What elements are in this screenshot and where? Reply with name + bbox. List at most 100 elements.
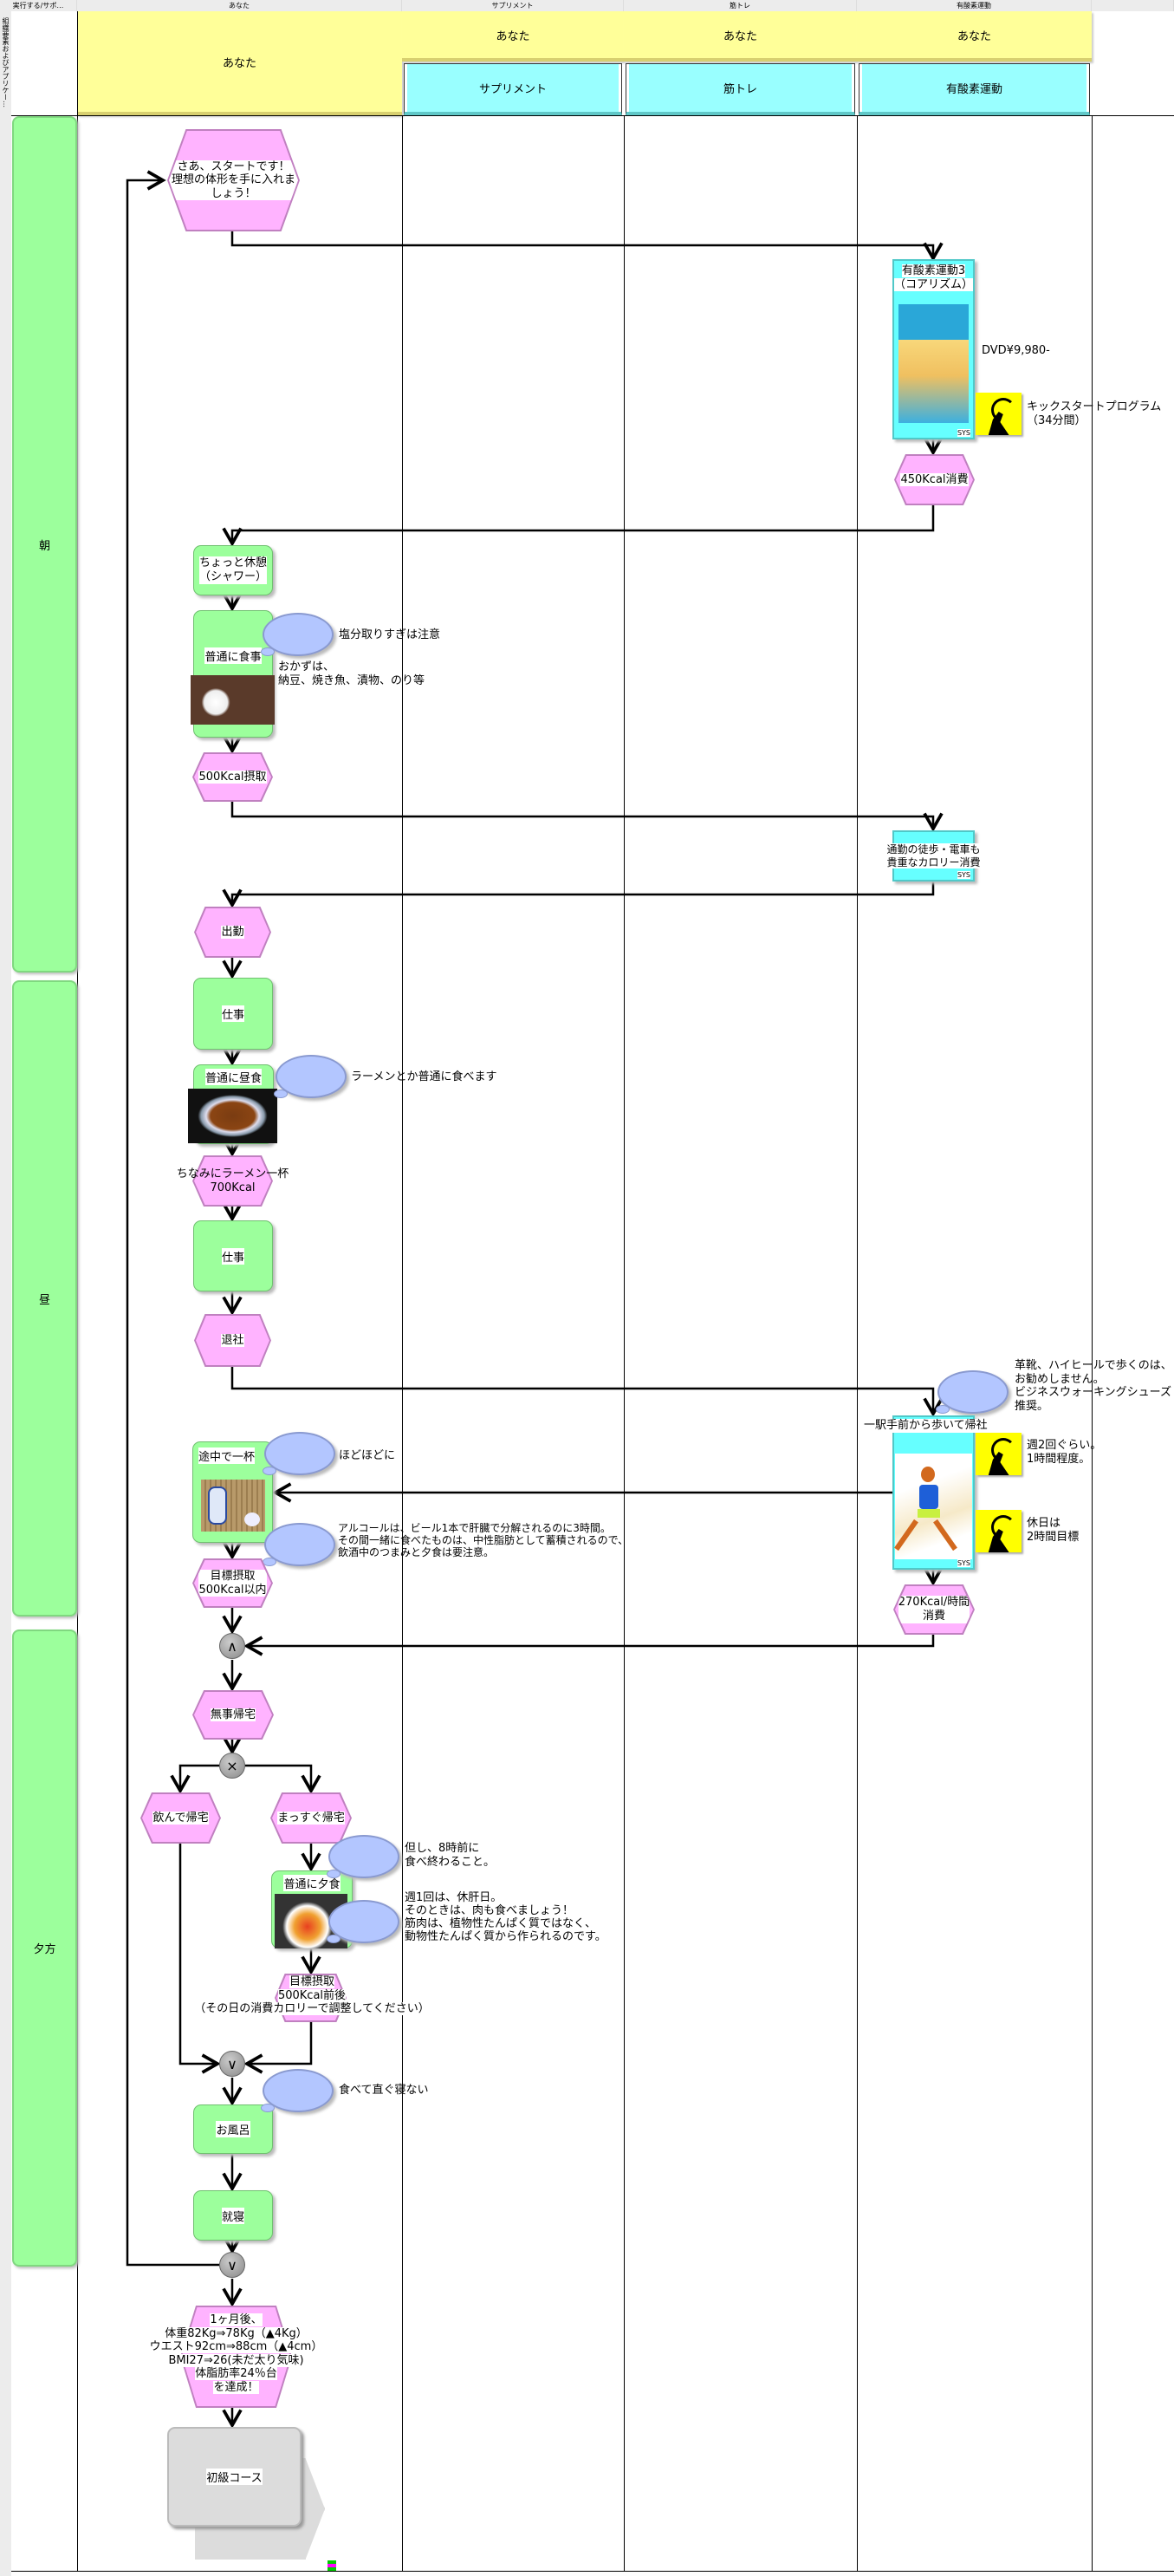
- actor-label: あなた: [496, 29, 530, 43]
- event-target-1[interactable]: 目標摂取 500Kcal以内: [192, 1558, 273, 1608]
- target-2-label: 目標摂取 500Kcal前後 （その日の消費カロリーで調整してください）: [194, 1975, 430, 2016]
- breakfast-photo: [191, 675, 275, 725]
- column-line: [77, 11, 78, 2571]
- event-go-work[interactable]: 出勤: [194, 907, 271, 958]
- flow-start-to-aerobic: [230, 231, 944, 262]
- lane-label: 昼: [38, 1293, 50, 1307]
- event-label: 270Kcal/時間 消費: [898, 1596, 970, 1623]
- lane-morning: 朝: [12, 116, 77, 973]
- event-label: 目標摂取 500Kcal以内: [198, 1569, 267, 1597]
- event-burn-270[interactable]: 270Kcal/時間 消費: [893, 1584, 975, 1635]
- role-label: サプリメント: [478, 83, 547, 96]
- actor-strength: あなた: [624, 11, 857, 62]
- header-cell-you: あなた: [77, 0, 402, 11]
- shoes-note: 革靴、ハイヒールで歩くのは、 お勧めしません。 ビジネスウォーキングシューズ 推…: [1015, 1359, 1172, 1413]
- flow: [222, 881, 935, 908]
- function-label: 普通に昼食: [204, 1069, 262, 1085]
- function-label: 普通に夕食: [283, 1875, 341, 1891]
- event-straight-home[interactable]: まっすぐ帰宅: [270, 1792, 352, 1844]
- function-bath[interactable]: お風呂: [193, 2104, 273, 2154]
- function-label: 仕事: [221, 1005, 244, 1022]
- actor-label: あなた: [723, 29, 757, 43]
- event-label: 飲んで帰宅: [152, 1811, 209, 1825]
- function-label: 就寝: [221, 2207, 244, 2224]
- comment-bubble: [327, 1900, 399, 1943]
- function-work-2[interactable]: 仕事: [193, 1220, 273, 1291]
- dvd-price-text: DVD¥9,980-: [982, 344, 1050, 357]
- exercise-figure-icon: [976, 1510, 1022, 1552]
- system-aerobic-dvd[interactable]: 有酸素運動3 （コアリズム） SYS: [892, 259, 975, 439]
- function-label: お風呂: [216, 2121, 250, 2137]
- holiday-note: 休日は 2時間目標: [1027, 1517, 1080, 1544]
- header-divider: [11, 115, 1174, 116]
- side-dishes-note: おかずは、 納豆、焼き魚、漬物、のり等: [278, 660, 425, 687]
- column-line: [857, 115, 858, 2571]
- and-connector-icon: ∧: [219, 1633, 245, 1659]
- function-label: ちょっと休憩 （シャワー）: [198, 556, 267, 584]
- event-label: 退社: [221, 1333, 244, 1348]
- function-work-1[interactable]: 仕事: [193, 978, 273, 1050]
- flow: [222, 505, 935, 547]
- system-walk[interactable]: SYS: [892, 1415, 975, 1570]
- flow: [170, 1764, 219, 1794]
- sys-mark: SYS: [957, 871, 970, 879]
- ramen-label: ちなみにラーメン一杯 700Kcal: [176, 1168, 289, 1194]
- process-beginner-course[interactable]: 初級コース: [167, 2427, 302, 2527]
- role-label: 筋トレ: [723, 83, 757, 96]
- comment-bubble: [261, 2069, 334, 2112]
- flow: [178, 1844, 221, 2074]
- drink-note: ほどほどに: [339, 1449, 396, 1462]
- event-start[interactable]: さあ、スタートです！ 理想の体形を手に入れましょう！: [167, 129, 300, 231]
- walk-label: 一駅手前から歩いて帰社: [864, 1419, 988, 1433]
- alcohol-note: アルコールは、ビール1本で肝臓で分解されるのに3時間。 その間一緒に食べたものは…: [338, 1522, 629, 1558]
- event-leave-office[interactable]: 退社: [194, 1314, 271, 1367]
- function-label: 普通に食事: [204, 647, 262, 664]
- comment-bubble: [327, 1835, 399, 1878]
- role-label: 有酸素運動: [945, 83, 1002, 96]
- column-line: [402, 115, 403, 2571]
- lane-label: 夕方: [33, 1943, 56, 1956]
- event-home-safe[interactable]: 無事帰宅: [192, 1690, 274, 1740]
- process-label: 初級コース: [206, 2469, 263, 2485]
- dinner-note-1: 但し、8時前に 食べ終わること。: [405, 1842, 496, 1869]
- event-intake-500[interactable]: 500Kcal摂取: [192, 752, 273, 802]
- dinner-note-2: 週1回は、休肝日。 そのときは、肉も食べましょう！ 筋肉は、植物性たんぱく質では…: [405, 1891, 606, 1943]
- system-aerobic-label: 有酸素運動3 （コアリズム）: [894, 264, 974, 291]
- header-cell-aerobic: 有酸素運動: [857, 0, 1092, 11]
- header-cell-supplement: サプリメント: [402, 0, 624, 11]
- function-sleep[interactable]: 就寝: [193, 2190, 273, 2241]
- event-label: 450Kcal消費: [900, 472, 969, 487]
- role-aerobic: 有酸素運動: [859, 63, 1090, 115]
- event-start-label: さあ、スタートです！ 理想の体形を手に入れましょう！: [169, 159, 298, 201]
- bath-note: 食べて直ぐ寝ない: [339, 2084, 429, 2097]
- left-strip-label: 組織要素およびアプリケー…: [2, 17, 10, 107]
- event-burn-450[interactable]: 450Kcal消費: [894, 454, 975, 505]
- lane-label: 朝: [38, 539, 50, 553]
- sys-mark: SYS: [957, 1559, 970, 1567]
- flow: [230, 1367, 944, 1417]
- or-connector-icon: ∨: [219, 2252, 245, 2278]
- event-drunk-home[interactable]: 飲んで帰宅: [140, 1792, 221, 1844]
- lunch-note: ラーメンとか普通に食べます: [351, 1070, 497, 1083]
- header-cell-executor: 実行する/サポ…: [0, 0, 77, 11]
- event-ramen[interactable]: [192, 1155, 273, 1207]
- gate-symbol: ∨: [227, 2055, 237, 2072]
- xor-connector-icon: ×: [219, 1753, 245, 1779]
- result-label: 1ヶ月後、 体重82Kg⇒78Kg（▲4Kg） ウエスト92cm⇒88cm（▲4…: [149, 2313, 323, 2394]
- system-commute[interactable]: 通勤の徒歩・電車も 貴重なカロリー消費 SYS: [886, 830, 981, 881]
- lane-evening: 夕方: [12, 1630, 77, 2267]
- sake-photo: [201, 1480, 265, 1532]
- exercise-figure-icon: [976, 1433, 1022, 1475]
- function-label: 途中で一杯: [198, 1447, 256, 1464]
- function-rest[interactable]: ちょっと休憩 （シャワー）: [193, 545, 273, 595]
- comment-bubble: [263, 1432, 335, 1475]
- salt-note: 塩分取りすぎは注意: [339, 628, 441, 641]
- column-line: [624, 115, 625, 2571]
- actor-aerobic: あなた: [857, 11, 1092, 62]
- system-label: 通勤の徒歩・電車も 貴重なカロリー消費: [886, 843, 981, 868]
- event-label: 500Kcal摂取: [198, 770, 267, 784]
- column-line: [1092, 115, 1093, 2571]
- header-cell-strength: 筋トレ: [624, 0, 857, 11]
- gate-symbol: ×: [226, 1757, 238, 1774]
